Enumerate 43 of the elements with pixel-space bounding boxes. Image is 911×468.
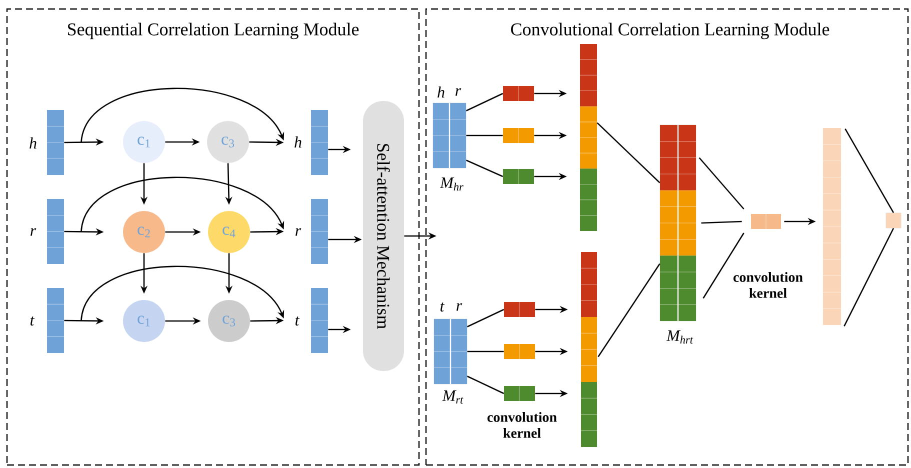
arrow <box>80 266 284 321</box>
variable-label: r <box>296 228 302 236</box>
variable-label: M$_{hrt}$ <box>666 330 694 344</box>
kernel-bar <box>503 168 534 184</box>
connector-line <box>701 220 742 224</box>
variable-label: t <box>296 316 300 326</box>
connector-line <box>844 128 894 214</box>
connector-line <box>702 232 744 299</box>
variable-label: M$_{rt}$ <box>442 390 464 404</box>
kernel-bar <box>503 86 534 102</box>
arrow <box>80 88 284 143</box>
variable-label: h <box>294 136 302 148</box>
feature-column <box>580 252 598 447</box>
connector-line <box>598 263 660 358</box>
arrow <box>80 176 284 232</box>
kernel-bar <box>504 344 535 360</box>
kernel-caption: convolution kernel <box>733 272 803 298</box>
variable-label: h <box>438 86 444 98</box>
kernel-bar <box>504 302 535 318</box>
attention-block: Self-attention Mechanism <box>363 101 404 371</box>
output-cell <box>886 212 902 228</box>
variable-label: M$_{hr}$ <box>440 177 464 191</box>
variable-label: r <box>456 303 462 311</box>
kernel-bar <box>503 128 534 144</box>
variable-label: t <box>30 316 35 326</box>
variable-label: r <box>30 228 36 236</box>
variable-label: h <box>30 137 36 149</box>
connector-line <box>596 122 660 184</box>
connector-line <box>466 376 504 394</box>
kernel-bar <box>504 386 535 402</box>
feature-column <box>580 44 598 231</box>
connector-line <box>466 308 504 328</box>
variable-label: r <box>456 88 462 96</box>
kernel-caption: convolution kernel <box>487 412 557 438</box>
variable-label: t <box>440 302 445 312</box>
connector-line <box>466 160 504 178</box>
kernel-bar <box>751 214 781 230</box>
connector-line <box>698 157 744 210</box>
connector-line <box>844 228 894 326</box>
connector-line <box>466 92 504 112</box>
connector-line <box>467 350 504 352</box>
connector-line <box>466 134 503 136</box>
feature-vector <box>822 128 842 325</box>
